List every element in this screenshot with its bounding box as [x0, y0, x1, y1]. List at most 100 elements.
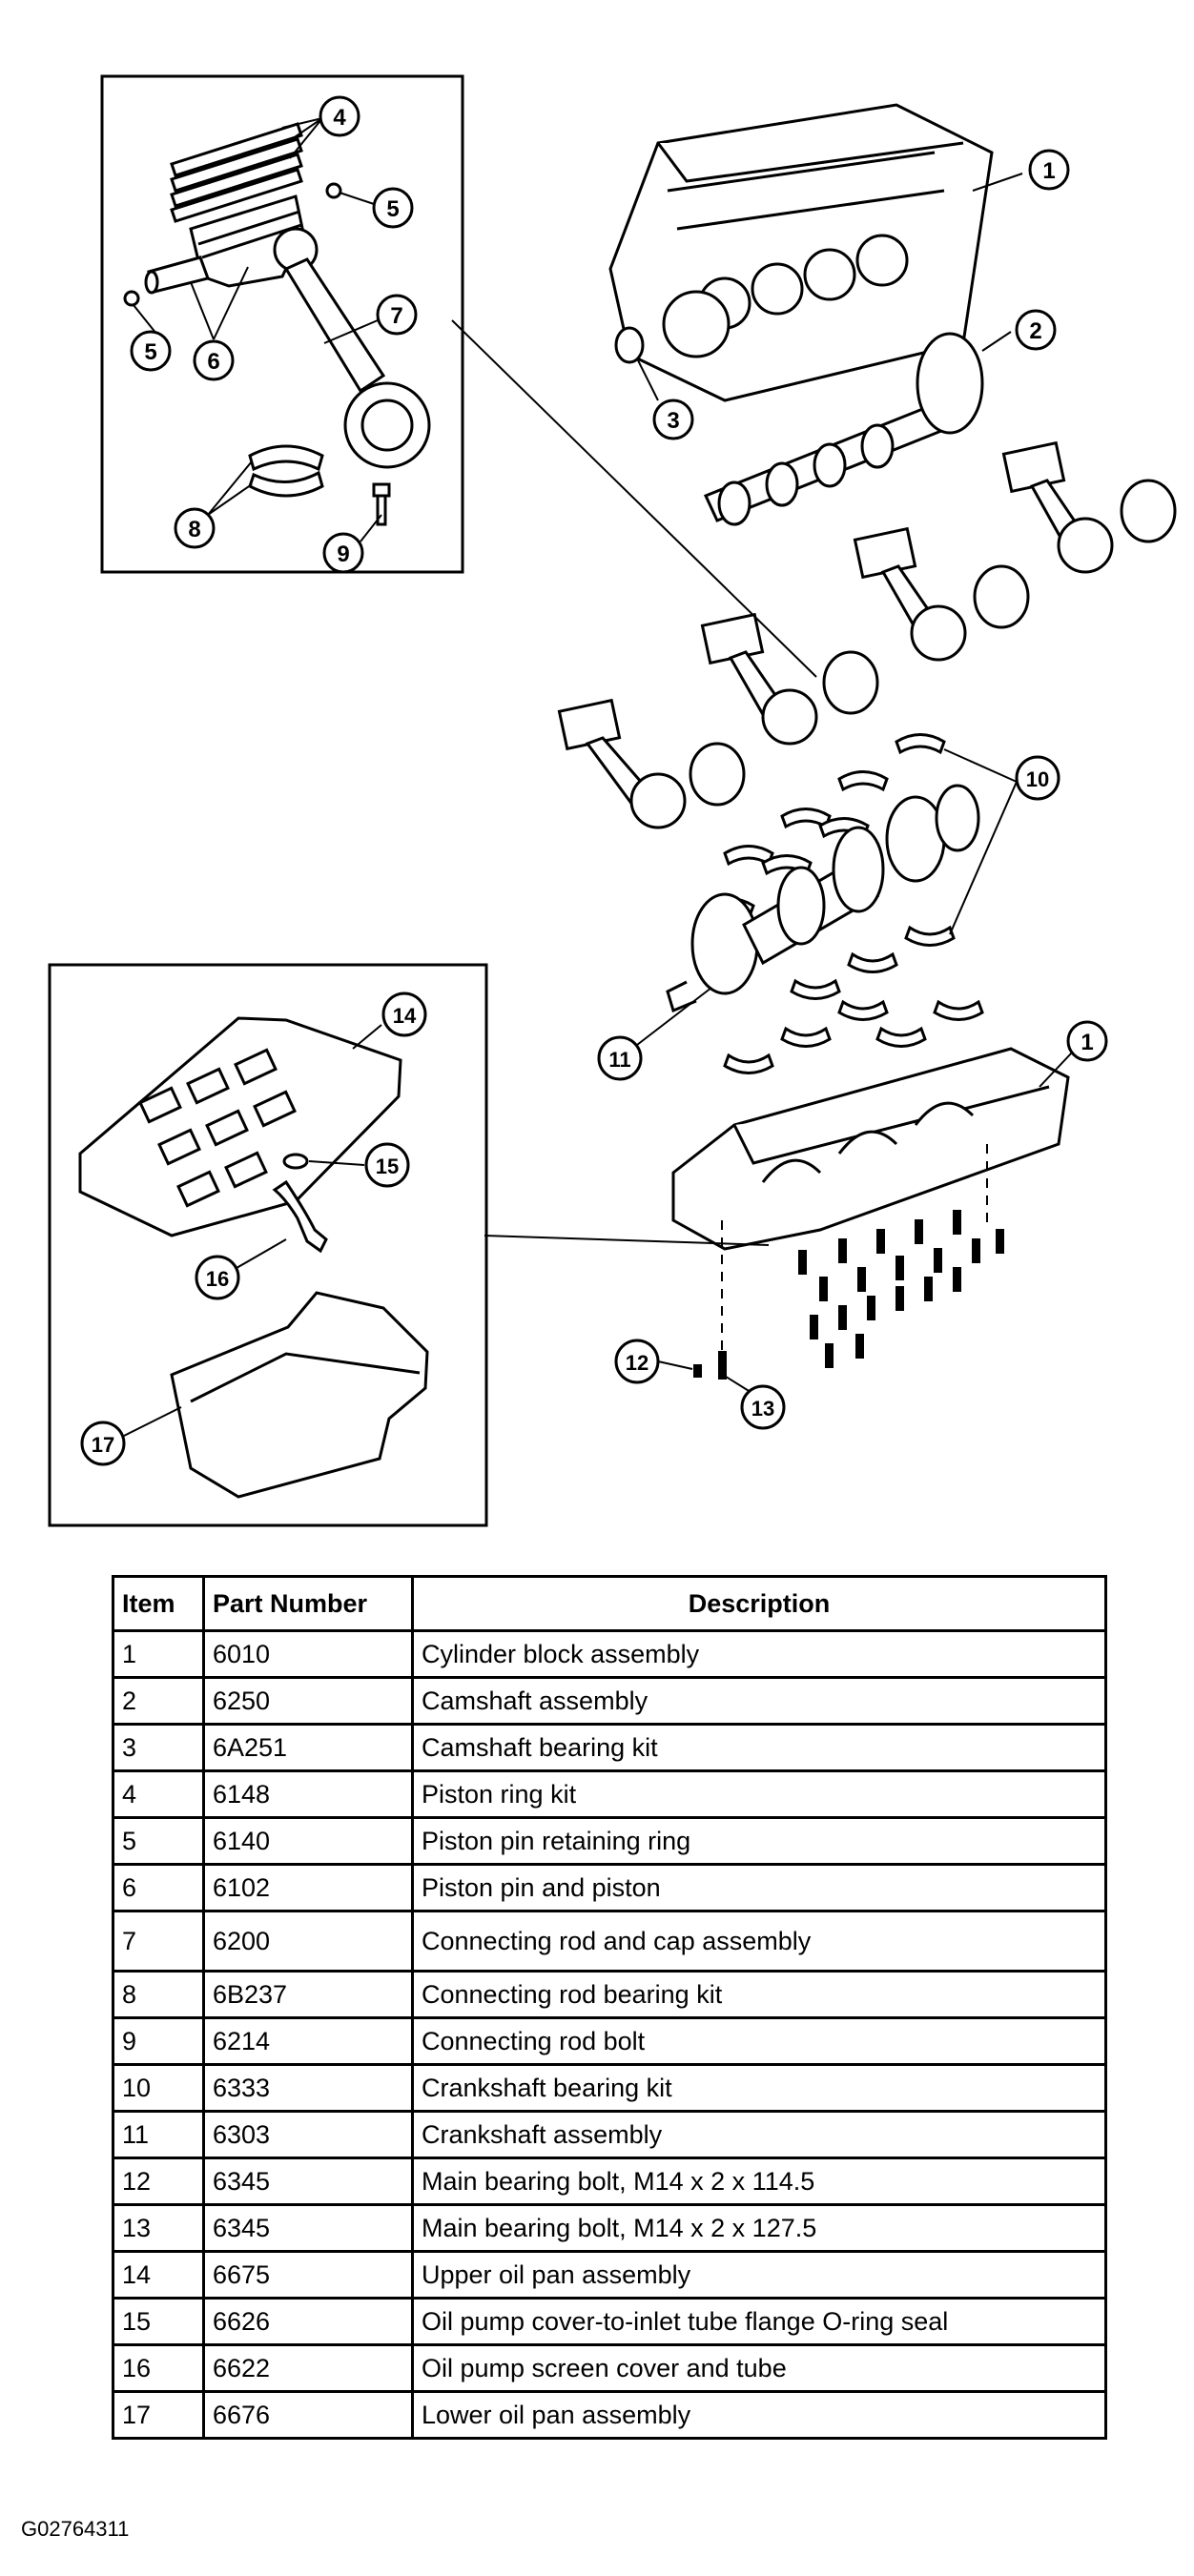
cell-part-number: 6010 — [202, 1629, 414, 1679]
piston-rod-assemblies-drawing — [557, 440, 1177, 829]
cell-part-number: 6214 — [202, 2016, 414, 2066]
cell-item: 6 — [112, 1863, 205, 1912]
cell-item: 8 — [112, 1970, 205, 2019]
callout-9: 9 — [322, 532, 364, 574]
cell-description: Main bearing bolt, M14 x 2 x 127.5 — [411, 2203, 1107, 2253]
cell-part-number: 6102 — [202, 1863, 414, 1912]
svg-text:9: 9 — [337, 542, 349, 567]
inset-box-oil-pan — [48, 963, 488, 1527]
cell-item: 5 — [112, 1816, 205, 1866]
callout-3: 3 — [652, 399, 694, 440]
cell-description: Main bearing bolt, M14 x 2 x 114.5 — [411, 2157, 1107, 2206]
cell-part-number: 6303 — [202, 2110, 414, 2159]
engine-exploded-diagram: 1 2 3 4 5 5 6 7 8 9 10 11 — [48, 74, 1177, 1527]
svg-text:2: 2 — [1029, 318, 1041, 344]
svg-text:1: 1 — [1081, 1030, 1093, 1055]
leader-lines — [123, 117, 1073, 1437]
figure-id: G02764311 — [21, 2517, 130, 2541]
cell-description: Camshaft bearing kit — [411, 1723, 1107, 1772]
main-bearing-bolts-drawing — [693, 1210, 1004, 1380]
lower-block-drawing — [671, 1047, 1070, 1251]
callout-15: 15 — [364, 1142, 410, 1188]
cell-item: 16 — [112, 2343, 205, 2393]
connecting-rod-drawing — [273, 227, 431, 469]
upper-oil-pan-drawing — [78, 1016, 402, 1237]
callout-12: 12 — [614, 1339, 660, 1384]
cell-part-number: 6622 — [202, 2343, 414, 2393]
svg-text:7: 7 — [390, 303, 402, 329]
cell-description: Crankshaft assembly — [411, 2110, 1107, 2159]
cell-description: Piston pin and piston — [411, 1863, 1107, 1912]
cell-part-number: 6250 — [202, 1676, 414, 1726]
callout-2: 2 — [1015, 309, 1057, 351]
cell-part-number: 6200 — [202, 1910, 414, 1973]
cell-item: 11 — [112, 2110, 205, 2159]
svg-text:11: 11 — [608, 1048, 630, 1072]
cell-part-number: 6676 — [202, 2390, 414, 2440]
cell-part-number: 6B237 — [202, 1970, 414, 2019]
cell-item: 15 — [112, 2297, 205, 2346]
cell-item: 10 — [112, 2063, 205, 2113]
cell-description: Cylinder block assembly — [411, 1629, 1107, 1679]
oil-pump-tube-drawing — [272, 1179, 328, 1254]
cell-description: Oil pump screen cover and tube — [411, 2343, 1107, 2393]
svg-text:8: 8 — [188, 517, 200, 542]
cell-description: Camshaft assembly — [411, 1676, 1107, 1726]
cell-description: Piston pin retaining ring — [411, 1816, 1107, 1866]
cell-item: 17 — [112, 2390, 205, 2440]
callout-13: 13 — [740, 1384, 786, 1430]
cell-item: 12 — [112, 2157, 205, 2206]
cell-item: 1 — [112, 1629, 205, 1679]
svg-text:5: 5 — [144, 339, 156, 365]
svg-text:3: 3 — [667, 408, 679, 434]
svg-text:4: 4 — [333, 105, 346, 131]
camshaft-bearing-drawing — [614, 326, 645, 364]
cell-description: Upper oil pan assembly — [411, 2250, 1107, 2300]
retaining-ring-drawings — [123, 182, 342, 307]
table-header-row: Item Part Number Description — [112, 1575, 1107, 1632]
callout-5-right: 5 — [372, 187, 414, 229]
cell-description: Connecting rod bolt — [411, 2016, 1107, 2066]
header-part-number: Part Number — [202, 1575, 414, 1632]
callout-14: 14 — [381, 992, 427, 1037]
piston-pin-drawing — [144, 256, 210, 295]
cell-description: Connecting rod and cap assembly — [411, 1910, 1107, 1973]
svg-text:5: 5 — [386, 196, 399, 222]
cell-description: Lower oil pan assembly — [411, 2390, 1107, 2440]
svg-text:6: 6 — [207, 349, 219, 375]
cell-item: 3 — [112, 1723, 205, 1772]
cell-part-number: 6333 — [202, 2063, 414, 2113]
callout-17: 17 — [80, 1421, 126, 1466]
svg-text:12: 12 — [626, 1351, 648, 1375]
callout-11: 11 — [597, 1035, 643, 1081]
callout-1-lower: 1 — [1066, 1020, 1108, 1062]
svg-text:13: 13 — [751, 1397, 774, 1421]
callout-16: 16 — [195, 1255, 240, 1300]
cell-description: Oil pump cover-to-inlet tube flange O-ri… — [411, 2297, 1107, 2346]
bolt-guide-lines — [721, 1144, 988, 1350]
header-description: Description — [411, 1575, 1107, 1632]
cell-part-number: 6675 — [202, 2250, 414, 2300]
cell-item: 14 — [112, 2250, 205, 2300]
cell-part-number: 6148 — [202, 1769, 414, 1819]
cell-part-number: 6A251 — [202, 1723, 414, 1772]
cell-item: 7 — [112, 1910, 205, 1973]
header-item: Item — [112, 1575, 205, 1632]
cell-description: Crankshaft bearing kit — [411, 2063, 1107, 2113]
callout-7: 7 — [376, 294, 418, 336]
